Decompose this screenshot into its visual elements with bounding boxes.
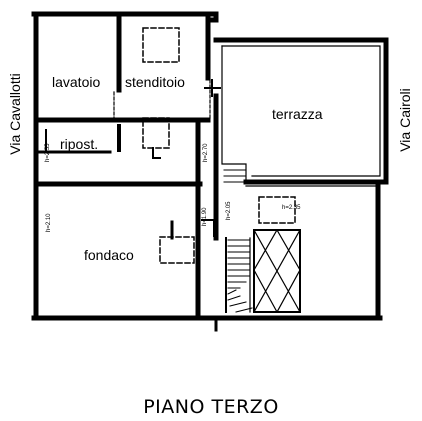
shaft-stairs bbox=[258, 196, 296, 224]
height-label-h3: h=2.10 bbox=[46, 213, 52, 232]
small-vent-1 bbox=[204, 79, 221, 97]
shaft-ripost-mark bbox=[152, 147, 161, 159]
street-label-right: Via Cairoli bbox=[397, 88, 413, 152]
plan-title: PIANO TERZO bbox=[143, 396, 279, 418]
room-label-fondaco: fondaco bbox=[84, 247, 134, 263]
shaft-ripost bbox=[142, 117, 170, 149]
height-label-h4: h=1.90 bbox=[202, 207, 208, 226]
stair-flight bbox=[227, 237, 253, 313]
small-vent-2 bbox=[201, 219, 215, 237]
room-label-stenditoio: stenditoio bbox=[125, 74, 185, 90]
height-label-h2: h=2.70 bbox=[203, 143, 209, 162]
room-label-terrazza: terrazza bbox=[272, 106, 323, 122]
terrazza-inner-left bbox=[221, 45, 247, 183]
stair-well-x bbox=[253, 229, 301, 313]
room-label-ripost: ripost. bbox=[60, 136, 99, 152]
shaft-stenditoio bbox=[142, 27, 180, 63]
height-label-h1: h=2.55 bbox=[45, 143, 51, 162]
outer-wall-top bbox=[31, 11, 219, 23]
height-label-h5: h=2.05 bbox=[226, 201, 232, 220]
shaft-fondaco bbox=[159, 236, 195, 264]
height-label-h6: h=2.35 bbox=[282, 205, 301, 211]
terrazza-inner-top bbox=[221, 45, 381, 177]
street-label-left: Via Cavallotti bbox=[7, 73, 23, 155]
room-label-lavatoio: lavatoio bbox=[52, 74, 101, 90]
terrazza-wall-top bbox=[213, 37, 389, 77]
terrazza-steps bbox=[223, 169, 247, 183]
